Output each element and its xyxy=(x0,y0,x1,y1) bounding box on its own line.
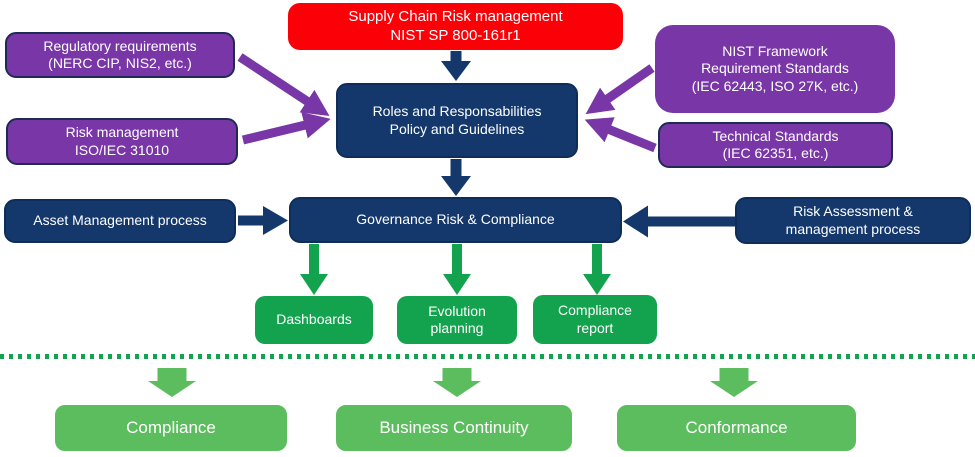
dashboards-box: Dashboards xyxy=(255,296,373,344)
compliance-report-box: Compliance report xyxy=(533,295,657,344)
arrow-nistfw-to-policy-icon xyxy=(585,64,655,115)
arrow-to-conformance-icon xyxy=(710,368,758,397)
arrow-to-compliance-icon xyxy=(148,368,196,397)
technical-standards-box: Technical Standards (IEC 62351, etc.) xyxy=(658,122,893,168)
arrow-grc-to-report-icon xyxy=(583,244,611,295)
asset-management-process-box: Asset Management process xyxy=(4,199,236,243)
arrow-regulatory-to-policy-icon xyxy=(237,53,330,116)
arrow-riskassess-to-grc-icon xyxy=(623,205,735,238)
arrow-policy-to-grc-icon xyxy=(441,159,471,196)
conformance-outcome-box: Conformance xyxy=(614,402,859,454)
arrow-grc-to-dashboards-icon xyxy=(300,244,328,295)
arrow-asset-to-grc-icon xyxy=(238,206,288,235)
arrow-top-to-policy-icon xyxy=(441,51,471,81)
compliance-outcome-box: Compliance xyxy=(52,402,290,454)
arrow-techstd-to-policy-icon xyxy=(584,117,657,153)
separator-dotted-line xyxy=(0,354,975,359)
risk-assessment-process-box: Risk Assessment & management process xyxy=(735,197,971,244)
roles-responsibilities-policy-box: Roles and Responsabilities Policy and Gu… xyxy=(336,83,578,158)
risk-management-box: Risk management ISO/IEC 31010 xyxy=(6,118,238,165)
governance-risk-compliance-box: Governance Risk & Compliance xyxy=(289,197,622,243)
arrow-to-bizcontinuity-icon xyxy=(433,368,481,397)
business-continuity-outcome-box: Business Continuity xyxy=(333,402,575,454)
regulatory-requirements-box: Regulatory requirements (NERC CIP, NIS2,… xyxy=(5,32,235,78)
nist-framework-standards-box: NIST Framework Requirement Standards (IE… xyxy=(655,25,895,113)
supply-chain-risk-box: Supply Chain Risk management NIST SP 800… xyxy=(288,3,623,50)
evolution-planning-box: Evolution planning xyxy=(397,296,517,344)
arrow-riskmgmt-to-policy-icon xyxy=(241,112,331,145)
arrow-grc-to-evolution-icon xyxy=(443,244,471,295)
